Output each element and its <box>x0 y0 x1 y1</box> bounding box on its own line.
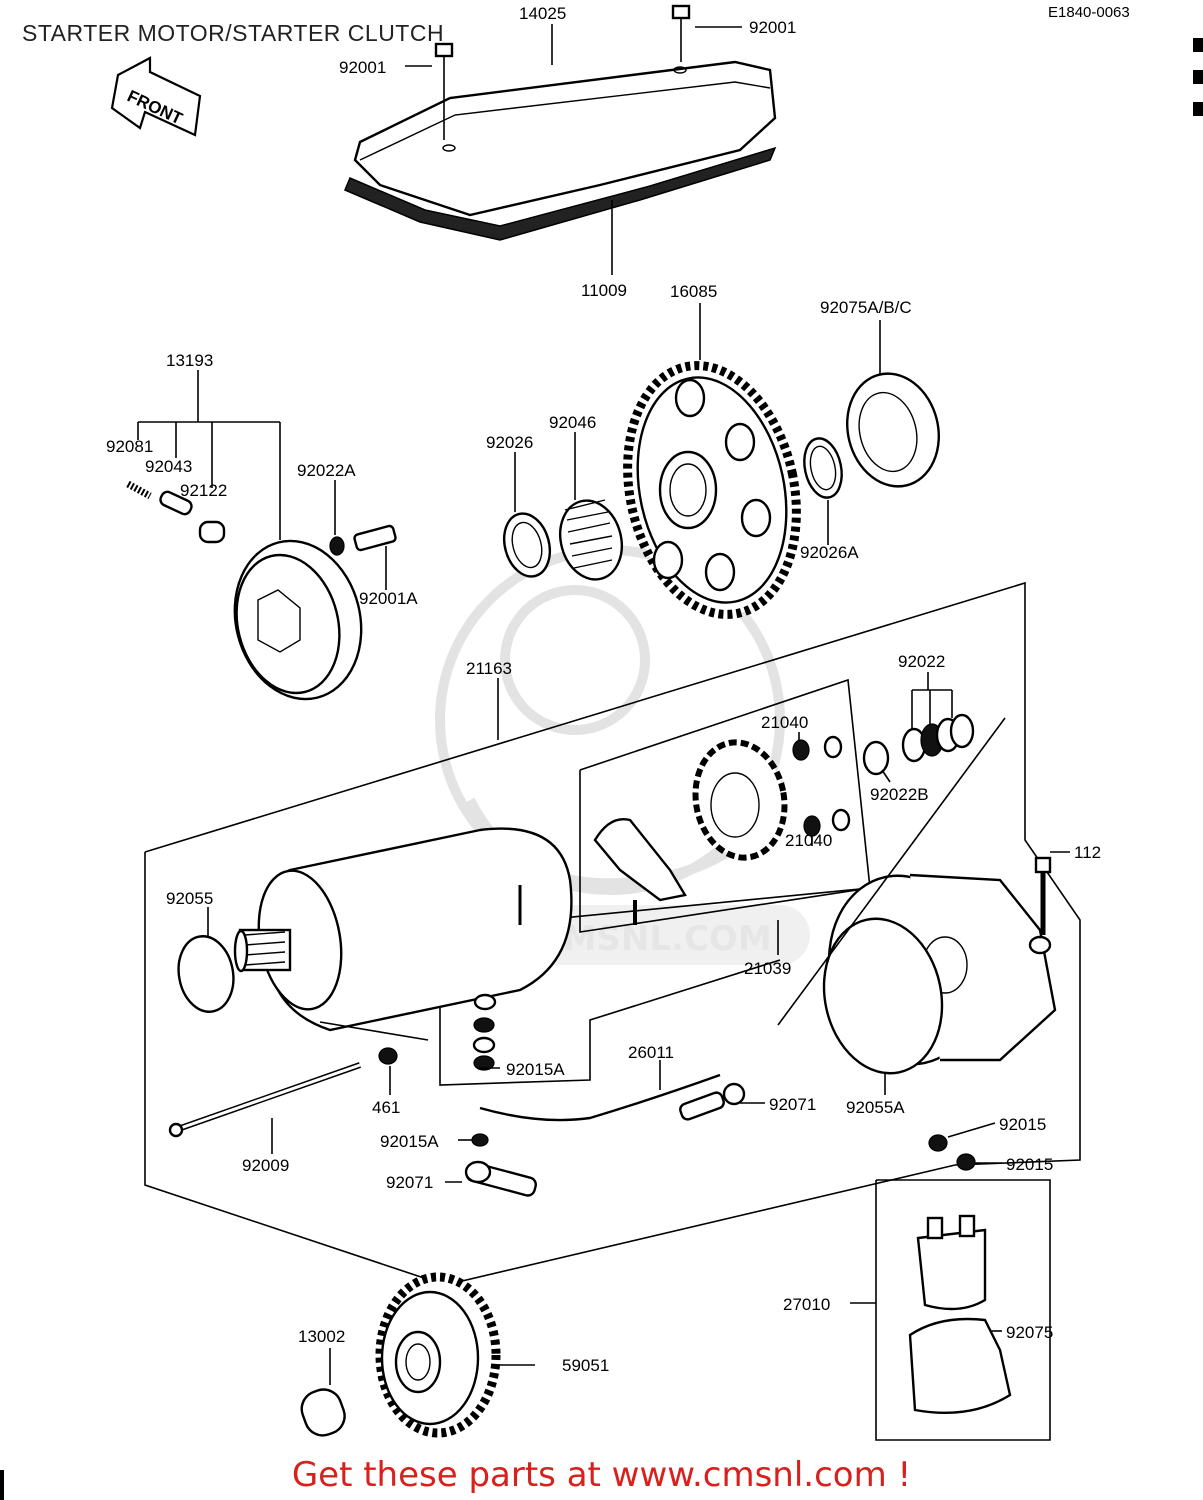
cover-bolt-right <box>671 4 691 62</box>
washer-92075abc <box>846 372 940 488</box>
washer-92026a <box>803 437 843 499</box>
terminal-92071-bottom <box>464 1160 537 1197</box>
needle-bearing-92046 <box>559 499 623 581</box>
label-92015a-top: 92015A <box>506 1060 565 1079</box>
label-92015-bottom: 92015 <box>1006 1155 1053 1174</box>
label-21040-bottom: 21040 <box>785 831 832 850</box>
label-92071-bottom: 92071 <box>386 1173 433 1192</box>
label-92001-left: 92001 <box>339 58 386 77</box>
washer-92022b <box>862 740 890 776</box>
washers-92022 <box>901 713 975 763</box>
label-92001a: 92001A <box>359 589 418 608</box>
label-92015a-bottom: 92015A <box>380 1132 439 1151</box>
starter-motor <box>233 827 573 1032</box>
label-92071-right: 92071 <box>769 1095 816 1114</box>
washer-92022a <box>329 536 345 556</box>
label-461: 461 <box>372 1098 400 1117</box>
o-ring-92055 <box>177 935 235 1013</box>
cover-gasket <box>344 146 777 241</box>
cover-bolt-left <box>434 42 454 140</box>
label-26011: 26011 <box>628 1043 674 1062</box>
footer-promo-link[interactable]: Get these parts at www.cmsnl.com ! <box>291 1455 912 1495</box>
washer-92026 <box>502 512 552 578</box>
starter-relay-outline <box>875 1179 1051 1441</box>
front-arrow-icon: FRONT <box>110 56 202 137</box>
page-title: STARTER MOTOR/STARTER CLUTCH <box>22 20 445 46</box>
label-112: 112 <box>1074 843 1101 862</box>
clutch-roller <box>198 520 226 544</box>
label-92122: 92122 <box>180 481 227 500</box>
starter-relay <box>916 1214 987 1311</box>
brush-21040-top <box>792 735 843 761</box>
relay-cover-92075 <box>908 1317 1012 1415</box>
label-14025: 14025 <box>519 4 566 23</box>
label-92022: 92022 <box>898 652 945 671</box>
label-16085: 16085 <box>670 282 717 301</box>
through-bolt-92009 <box>168 1062 361 1138</box>
label-92075: 92075 <box>1006 1323 1053 1342</box>
terminal-92071-right <box>679 1082 746 1121</box>
page-index-marks <box>0 38 1203 1500</box>
label-92022b: 92022B <box>870 785 929 804</box>
label-92022a: 92022A <box>297 461 356 480</box>
washer-stack-92015a <box>472 993 497 1071</box>
label-11009: 11009 <box>581 281 627 300</box>
leader-lines <box>137 24 1070 1385</box>
label-92001-right: 92001 <box>749 18 796 37</box>
washer-92015a-bottom <box>471 1133 489 1147</box>
label-21163: 21163 <box>466 659 512 678</box>
label-92055: 92055 <box>166 889 213 908</box>
o-ring-92055a <box>822 917 944 1075</box>
nut-92015-top <box>928 1134 948 1152</box>
clutch-pin <box>159 490 193 516</box>
label-59051: 59051 <box>562 1356 609 1375</box>
clutch-spring <box>126 480 152 500</box>
label-13193: 13193 <box>166 351 213 370</box>
label-92026a: 92026A <box>800 543 859 562</box>
label-21039: 21039 <box>744 959 791 978</box>
label-13002: 13002 <box>298 1327 345 1346</box>
diagram-code: E1840-0063 <box>1048 4 1130 21</box>
idle-gear-59051 <box>375 1272 501 1438</box>
label-92043: 92043 <box>145 457 192 476</box>
label-92046: 92046 <box>549 413 596 432</box>
bolt-112 <box>1034 856 1052 935</box>
starter-motor-group-outline <box>144 581 1081 1286</box>
bolt-92001a <box>353 524 397 552</box>
nut-92015-bottom <box>956 1153 976 1171</box>
label-92026: 92026 <box>486 433 533 452</box>
brush-plate <box>692 739 788 861</box>
brush-holder <box>593 818 687 925</box>
label-92009: 92009 <box>242 1156 289 1175</box>
label-92055a: 92055A <box>846 1098 905 1117</box>
label-92075abc: 92075A/B/C <box>820 298 912 317</box>
label-27010: 27010 <box>783 1295 830 1314</box>
label-92081: 92081 <box>106 437 153 456</box>
starter-cover <box>353 60 777 217</box>
starter-clutch-body <box>233 539 363 701</box>
shaft-13002 <box>300 1388 346 1437</box>
part-labels: 14025 92001 92001 11009 16085 92075A/B/C… <box>106 4 1101 1375</box>
label-21040-top: 21040 <box>761 713 808 732</box>
nut-461 <box>378 1047 398 1065</box>
starter-clutch-gear <box>623 361 801 619</box>
label-92015-top: 92015 <box>999 1115 1046 1134</box>
